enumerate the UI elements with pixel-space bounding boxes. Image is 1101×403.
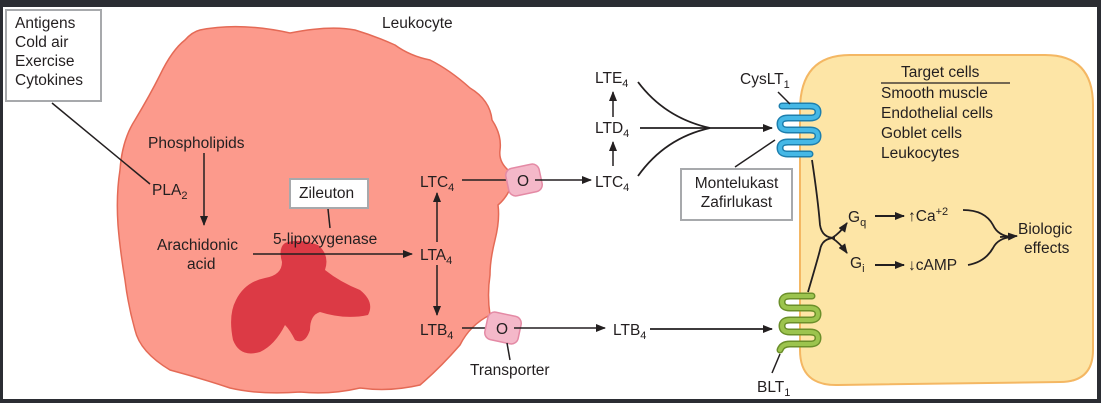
target-cell-body	[799, 54, 1094, 387]
antagonist-pointer-line	[734, 139, 776, 168]
ltb4-extracellular-label: LTB4	[613, 322, 646, 342]
arachidonic-label-line2: acid	[187, 256, 215, 273]
ltc4-extracellular-label: LTC4	[595, 174, 629, 194]
transporter-pointer-line	[506, 342, 511, 361]
target-cell-item: Smooth muscle	[881, 85, 988, 102]
target-cells-heading: Target cells	[901, 64, 980, 81]
blt1-label: BLT1	[757, 379, 790, 399]
lte4-convergence-curve	[637, 81, 711, 129]
ltc4-intracellular-label: LTC4	[420, 174, 454, 194]
diagram-canvas: Leukocyte Phospholipids PLA2 Arachidonic…	[3, 7, 1097, 399]
ltb4-transporter-symbol: O	[496, 321, 508, 338]
to-effects-arrow	[999, 232, 1018, 241]
trigger-item: Cytokines	[15, 72, 84, 89]
biologic-effects-line1: Biologic	[1018, 221, 1073, 238]
to-gq-arrow	[831, 222, 848, 239]
ltb4-intracellular-label: LTB4	[420, 322, 453, 342]
camp-decrease-label: ↓cAMP	[908, 257, 957, 274]
ltd4-label: LTD4	[595, 120, 629, 140]
zafirlukast-label: Zafirlukast	[700, 194, 773, 211]
leukocyte-cell-body	[116, 25, 516, 394]
ca-to-effects-curve	[962, 209, 1013, 238]
leukotriene-pathway-diagram: Leukocyte Phospholipids PLA2 Arachidonic…	[51, 15, 1094, 399]
lte4-label: LTE4	[595, 70, 628, 90]
phospholipids-label: Phospholipids	[148, 135, 245, 152]
zileuton-box: Zileuton	[289, 178, 369, 209]
nucleus	[231, 240, 371, 354]
ltb4-transporter	[484, 311, 522, 345]
target-cell-item: Goblet cells	[881, 125, 962, 142]
triggers-box: Antigens Cold air Exercise Cytokines	[5, 9, 102, 102]
zileuton-inhibition-line	[327, 208, 331, 229]
blt1-pointer-line	[771, 353, 781, 374]
trigger-item: Antigens	[15, 15, 76, 32]
biologic-effects-line2: effects	[1024, 240, 1070, 257]
cyslt1-signal-curve	[811, 159, 836, 239]
cyslt1-label: CysLT1	[740, 71, 790, 91]
gq-label: Gq	[848, 209, 866, 229]
cyslt1-receptor	[776, 102, 822, 158]
camp-to-effects-curve	[967, 236, 1013, 266]
trigger-item: Exercise	[15, 53, 75, 70]
cyslt1-pointer-line	[777, 91, 791, 105]
zileuton-label: Zileuton	[299, 185, 355, 202]
blt1-receptor	[776, 292, 822, 354]
target-cell-item: Endothelial cells	[881, 105, 993, 122]
gi-label: Gi	[850, 255, 865, 275]
target-cell-item: Leukocytes	[881, 145, 960, 162]
ltc4-transporter	[505, 163, 543, 197]
5-lipoxygenase-label: 5-lipoxygenase	[273, 231, 377, 248]
antagonist-box: Montelukast Zafirlukast	[680, 168, 793, 221]
lta4-label: LTA4	[420, 247, 452, 267]
pla2-activation-line	[51, 102, 151, 185]
trigger-item: Cold air	[15, 34, 69, 51]
blt1-signal-curve	[807, 237, 836, 293]
ltc4-transporter-symbol: O	[517, 173, 529, 190]
transporter-label: Transporter	[470, 362, 550, 379]
leukocyte-title: Leukocyte	[382, 15, 453, 32]
pla2-label: PLA2	[152, 182, 187, 202]
ltc4-convergence-curve	[637, 127, 711, 177]
to-gi-arrow	[831, 237, 848, 254]
arachidonic-label-line1: Arachidonic	[157, 237, 238, 254]
calcium-increase-label: ↑Ca+2	[908, 206, 948, 225]
montelukast-label: Montelukast	[694, 175, 779, 192]
